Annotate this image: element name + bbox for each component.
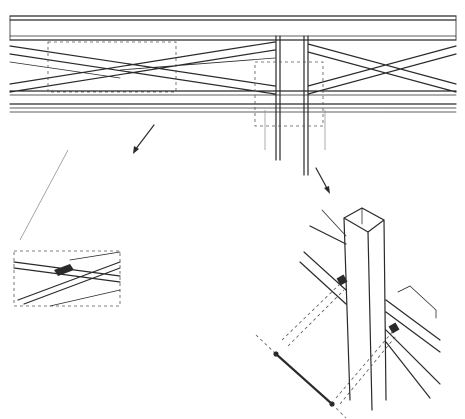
cross-bracing-left	[9, 41, 276, 95]
bolt-upper	[336, 274, 348, 286]
detail-right-view	[255, 207, 441, 419]
bolt-lower	[388, 322, 400, 334]
bottom-beam	[9, 90, 457, 113]
leader-arrow-right	[315, 167, 330, 194]
detail-box-left	[47, 41, 177, 93]
bolt-axis	[255, 334, 347, 419]
cross-bracing-right	[307, 43, 457, 95]
iso-post	[343, 207, 387, 411]
bracket-clip-left	[54, 264, 74, 276]
vertical-post	[264, 35, 326, 176]
detail-left-view	[13, 149, 121, 307]
top-beam	[9, 15, 457, 41]
leader-arrow-left	[133, 124, 155, 154]
elevation-view	[9, 15, 457, 194]
